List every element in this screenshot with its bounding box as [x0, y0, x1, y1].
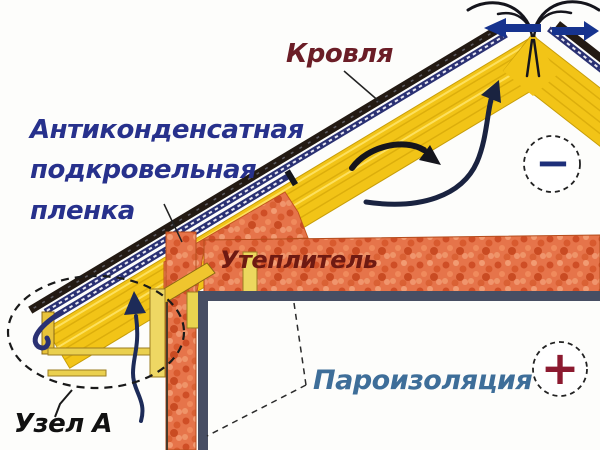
film-leader [163, 203, 183, 243]
ridge-apex [503, 34, 558, 96]
roofing-sheet-right [555, 21, 600, 99]
wall-stud [149, 288, 166, 378]
ridge-airflow-arrow-right [552, 21, 599, 41]
wall-vapor-barrier [198, 291, 208, 450]
soffit-board-upper [47, 347, 163, 356]
roofing-leader [343, 70, 382, 104]
ridge-airflow-arrow-left [484, 18, 541, 38]
film-label: Антиконденсатная подкровельная пленка [30, 110, 304, 231]
cold-zone-symbol: − [535, 138, 571, 187]
roofing-label: Кровля [286, 39, 393, 69]
wood-grain-lines-left [50, 42, 554, 361]
insulation-label: Утеплитель [220, 246, 378, 274]
node-a-leader [54, 389, 73, 418]
airflow-arrow-to-ridge [363, 80, 501, 207]
film-drip-hook [32, 310, 63, 351]
warm-zone-circle [532, 341, 588, 397]
cold-zone-circle [523, 135, 581, 193]
film-label-line3: пленка [30, 195, 135, 226]
node-a-label: Узел А [14, 409, 113, 439]
airflow-arrow-eave-intake [124, 291, 146, 423]
insulation-wall-column [165, 231, 197, 450]
airflow-arrow-mid-slope [349, 141, 441, 171]
soffit-board-lower [47, 369, 107, 377]
vapor-barrier-label: Пароизоляция [313, 365, 533, 396]
node-a-ellipse [6, 274, 186, 390]
ceiling-vapor-barrier [198, 291, 600, 301]
vapor-barrier-leader-lines [206, 302, 307, 437]
warm-zone-symbol: + [540, 341, 580, 395]
film-label-line1: Антиконденсатная [30, 115, 304, 145]
film-end-tick [284, 169, 299, 187]
film-label-line2: подкровельная [30, 155, 257, 186]
